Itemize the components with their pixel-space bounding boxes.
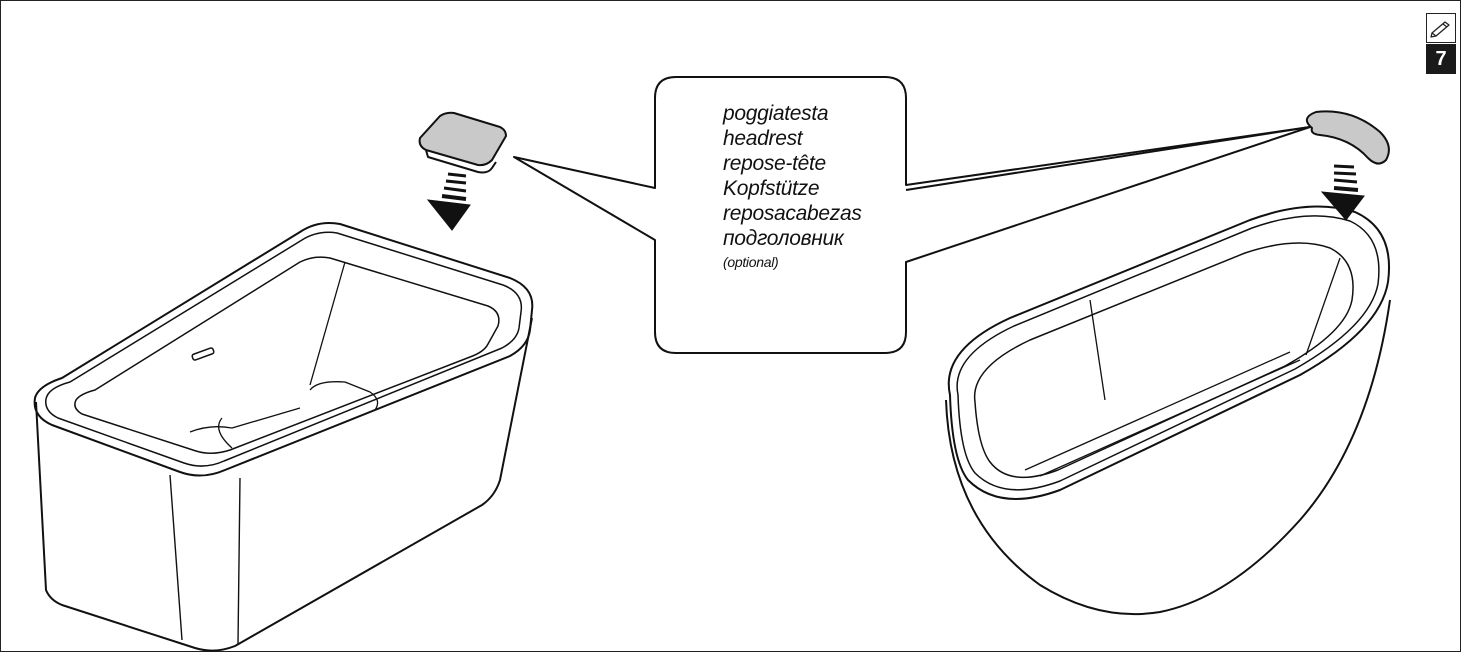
headrest-label-list: poggiatesta headrest repose-tête Kopfstü…: [723, 101, 862, 273]
label-spanish: reposacabezas: [723, 202, 862, 225]
label-french: repose-tête: [723, 152, 826, 175]
label-optional: (optional): [723, 254, 779, 270]
down-arrow-left-icon: [426, 172, 471, 231]
rectangular-bathtub: [33, 222, 534, 652]
rectangular-headrest: [418, 111, 507, 174]
speech-callout: [513, 76, 1311, 354]
down-arrow-right-icon: [1320, 164, 1365, 221]
step-number-badge: 7: [1426, 44, 1456, 74]
label-russian: подголовник: [723, 227, 844, 250]
label-english: headrest: [723, 127, 803, 150]
oval-bathtub: [945, 205, 1391, 616]
curved-headrest: [1305, 110, 1390, 165]
pencil-icon-box: [1426, 13, 1456, 43]
pencil-icon: [1430, 21, 1450, 38]
label-italian: poggiatesta: [723, 102, 829, 125]
label-german: Kopfstütze: [723, 177, 820, 200]
